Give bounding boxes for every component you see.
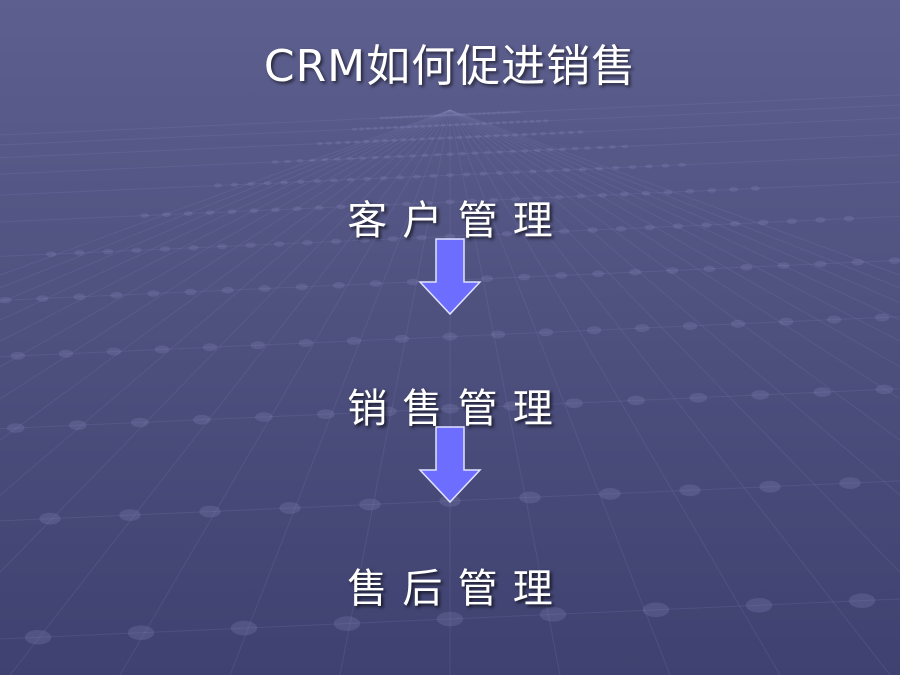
- flow-step-sales-management: 销售管理: [347, 386, 568, 432]
- slide-title: CRM如何促进销售: [263, 41, 637, 92]
- arrow-down-icon: [418, 426, 482, 504]
- arrow-down-icon: [418, 238, 482, 316]
- flow-step-customer-management: 客户管理: [347, 198, 568, 244]
- flow-step-after-sales-management: 售后管理: [347, 566, 568, 612]
